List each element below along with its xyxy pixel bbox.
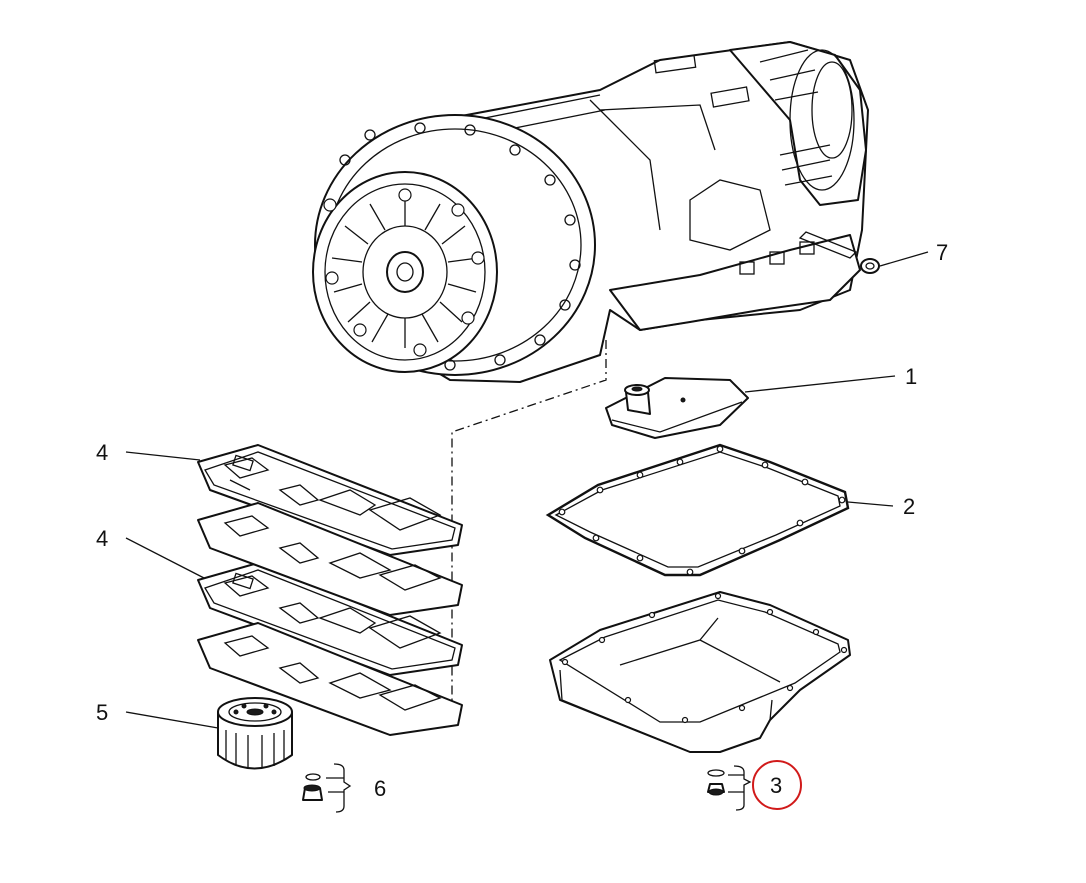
callout-5: 5 [96, 700, 108, 725]
callout-4-lower: 4 [96, 526, 108, 551]
part-4-gasket-upper [197, 444, 463, 556]
part-3-drain-plug [707, 765, 752, 811]
callout-7: 7 [936, 240, 948, 265]
callout-3-highlight-circle [752, 760, 802, 810]
part-2-pan-gasket [545, 443, 894, 577]
part-5-oil-filter [125, 697, 293, 770]
separator-plate-2 [197, 622, 463, 736]
callout-6: 6 [374, 776, 386, 801]
leader-4-upper [125, 451, 201, 461]
part-1-filter [605, 375, 896, 439]
callout-2: 2 [903, 494, 915, 519]
separator-plate-1 [197, 502, 463, 616]
callout-3: 3 [770, 773, 782, 798]
oil-pan [549, 591, 851, 753]
transmission-assembly [312, 41, 869, 720]
callout-4-upper: 4 [96, 440, 108, 465]
leader-4-lower [125, 537, 205, 579]
part-6-plug-washer [302, 763, 352, 813]
part-7-seal [860, 251, 929, 274]
callout-1: 1 [905, 364, 917, 389]
